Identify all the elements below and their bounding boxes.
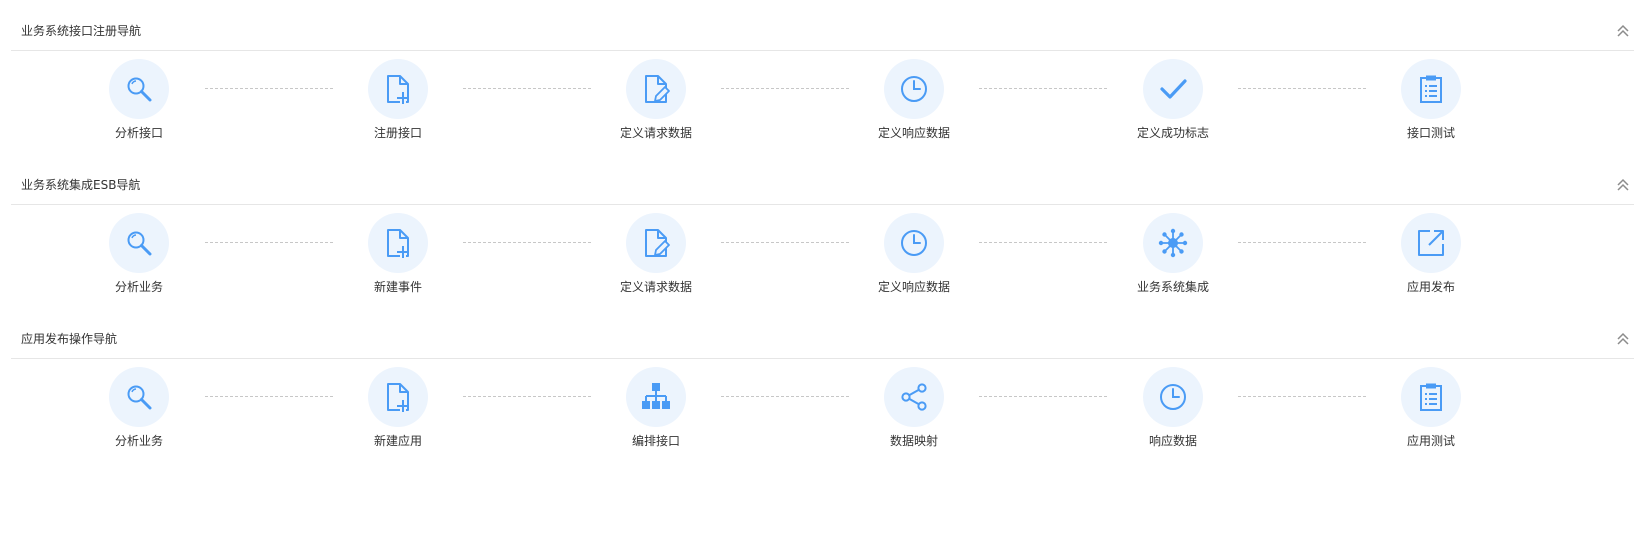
step-icon-circle[interactable] bbox=[1401, 213, 1461, 273]
step-icon-circle[interactable] bbox=[626, 59, 686, 119]
step-label[interactable]: 响应数据 bbox=[1148, 434, 1197, 448]
section-header: 应用发布操作导航 bbox=[11, 319, 1634, 359]
step-label[interactable]: 编排接口 bbox=[631, 434, 680, 448]
step-icon-circle[interactable] bbox=[1143, 59, 1203, 119]
step-connector bbox=[721, 88, 849, 89]
step-icon-circle[interactable] bbox=[109, 59, 169, 119]
step-label[interactable]: 新建事件 bbox=[373, 280, 422, 294]
step-icon-circle[interactable] bbox=[626, 213, 686, 273]
step-connector bbox=[205, 88, 333, 89]
search-icon bbox=[127, 385, 152, 410]
step-icon-circle[interactable] bbox=[884, 367, 944, 427]
step-connector bbox=[463, 88, 591, 89]
step-label[interactable]: 数据映射 bbox=[889, 434, 938, 448]
step-label[interactable]: 接口测试 bbox=[1406, 126, 1455, 140]
step-connector bbox=[979, 88, 1107, 89]
step-connector bbox=[463, 242, 591, 243]
search-icon bbox=[127, 231, 152, 256]
step-label[interactable]: 定义请求数据 bbox=[619, 280, 692, 294]
step-connector bbox=[979, 242, 1107, 243]
clock-icon bbox=[901, 76, 927, 102]
collapse-toggle-1[interactable] bbox=[1614, 21, 1632, 39]
double-chevron-up-icon bbox=[1617, 178, 1629, 191]
step-label[interactable]: 定义响应数据 bbox=[877, 280, 950, 294]
nav-section-2: 业务系统集成ESB导航分析业务 新建事件 定义请求数据 定义响应数据 业务系统集成 应用发… bbox=[11, 165, 1634, 327]
file-add-icon bbox=[387, 383, 409, 412]
step-icon-circle[interactable] bbox=[368, 213, 428, 273]
step-label[interactable]: 业务系统集成 bbox=[1136, 280, 1209, 294]
collapse-toggle-3[interactable] bbox=[1614, 329, 1632, 347]
section-title: 业务系统接口注册导航 bbox=[21, 24, 142, 38]
share-icon bbox=[901, 383, 927, 411]
clock-icon bbox=[901, 230, 927, 256]
step-icon-circle[interactable] bbox=[626, 367, 686, 427]
step-connector bbox=[1238, 88, 1366, 89]
external-link-icon bbox=[1418, 230, 1444, 256]
file-edit-icon bbox=[645, 229, 670, 257]
step-label[interactable]: 定义响应数据 bbox=[877, 126, 950, 140]
org-chart-icon bbox=[642, 383, 670, 409]
step-connector bbox=[721, 396, 849, 397]
step-connector bbox=[205, 396, 333, 397]
step-icon-circle[interactable] bbox=[109, 213, 169, 273]
step-connector bbox=[721, 242, 849, 243]
file-edit-icon bbox=[645, 75, 670, 103]
step-label[interactable]: 定义成功标志 bbox=[1136, 126, 1209, 140]
step-connector bbox=[1238, 396, 1366, 397]
step-connector bbox=[205, 242, 333, 243]
nav-section-1: 业务系统接口注册导航分析接口 注册接口 定义请求数据 定义响应数据 定义成功标志 接口测试 bbox=[11, 11, 1634, 173]
file-add-icon bbox=[387, 75, 409, 104]
file-add-icon bbox=[387, 229, 409, 258]
double-chevron-up-icon bbox=[1617, 332, 1629, 345]
step-icon-circle[interactable] bbox=[1143, 367, 1203, 427]
step-icon-circle[interactable] bbox=[1401, 59, 1461, 119]
step-connector bbox=[979, 396, 1107, 397]
search-icon bbox=[127, 77, 152, 102]
check-icon bbox=[1160, 79, 1187, 99]
step-label[interactable]: 定义请求数据 bbox=[619, 126, 692, 140]
step-icon-circle[interactable] bbox=[1401, 367, 1461, 427]
step-label[interactable]: 注册接口 bbox=[373, 126, 422, 140]
step-icon-circle[interactable] bbox=[884, 213, 944, 273]
clock-icon bbox=[1160, 384, 1186, 410]
step-label[interactable]: 分析业务 bbox=[114, 434, 163, 448]
nav-section-3: 应用发布操作导航分析业务 新建应用 编排接口 数据映射 响应数据 应用测试 bbox=[11, 319, 1634, 481]
step-icon-circle[interactable] bbox=[884, 59, 944, 119]
step-label[interactable]: 应用测试 bbox=[1406, 434, 1455, 448]
section-title: 业务系统集成ESB导航 bbox=[21, 178, 141, 192]
step-label[interactable]: 应用发布 bbox=[1406, 280, 1455, 294]
step-icon-circle[interactable] bbox=[368, 59, 428, 119]
double-chevron-up-icon bbox=[1617, 24, 1629, 37]
section-header: 业务系统接口注册导航 bbox=[11, 11, 1634, 51]
step-icon-circle[interactable] bbox=[1143, 213, 1203, 273]
step-label[interactable]: 新建应用 bbox=[373, 434, 422, 448]
section-title: 应用发布操作导航 bbox=[21, 332, 118, 346]
clipboard-list-icon bbox=[1420, 383, 1442, 411]
section-header: 业务系统集成ESB导航 bbox=[11, 165, 1634, 205]
step-label[interactable]: 分析接口 bbox=[114, 126, 163, 140]
network-hub-icon bbox=[1158, 228, 1188, 258]
step-connector bbox=[1238, 242, 1366, 243]
step-icon-circle[interactable] bbox=[368, 367, 428, 427]
step-icon-circle[interactable] bbox=[109, 367, 169, 427]
step-connector bbox=[463, 396, 591, 397]
clipboard-list-icon bbox=[1420, 75, 1442, 103]
collapse-toggle-2[interactable] bbox=[1614, 175, 1632, 193]
step-label[interactable]: 分析业务 bbox=[114, 280, 163, 294]
